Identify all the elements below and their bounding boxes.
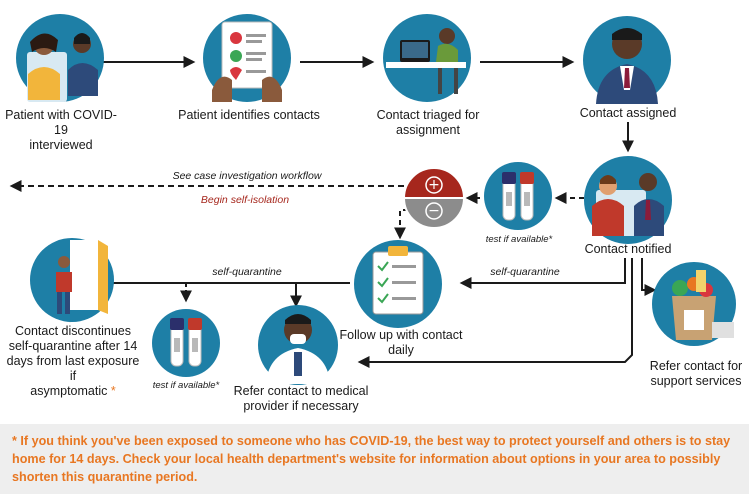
- refer-support-label-line2: support services: [650, 374, 742, 388]
- refer-medical-label-line1: Refer contact to medical: [233, 384, 369, 398]
- contact-triaged-label: Contact triaged for assignment: [372, 108, 484, 138]
- self-quarantine-right-label: self-quarantine: [490, 266, 560, 278]
- discontinues-label-line4: asymptomatic *: [4, 384, 142, 399]
- footer-note-panel: * If you think you've been exposed to so…: [0, 424, 749, 494]
- arrow-notified-to-medical: [357, 258, 633, 368]
- test-result-icon: [403, 167, 465, 229]
- discontinues-label: Contact discontinues self-quarantine aft…: [4, 324, 142, 399]
- begin-isolation-label: Begin self-isolation: [200, 194, 290, 206]
- identifies-contacts-label-line1: Patient identifies contacts: [178, 108, 320, 122]
- follow-up-label-line1: Follow up with contact daily: [339, 328, 463, 357]
- contact-notified-icon: [584, 156, 672, 244]
- follow-up-clipboard-icon: [354, 240, 442, 328]
- contact-assigned-icon: [583, 16, 671, 104]
- see-workflow-label: See case investigation workflow: [172, 170, 322, 182]
- discontinue-door-icon: [30, 238, 114, 322]
- discontinues-label-line4-text: asymptomatic: [30, 384, 108, 398]
- contact-triaged-label-line2: assignment: [396, 123, 460, 137]
- arrow-result-to-followup: [394, 209, 408, 240]
- identifies-contacts-icon: [203, 14, 291, 102]
- asterisk-marker: *: [110, 384, 116, 398]
- contact-notified-label-line1: Contact notified: [584, 242, 672, 256]
- medical-provider-icon: [258, 305, 338, 385]
- refer-medical-label-line2: provider if necessary: [243, 399, 359, 413]
- discontinues-label-line1: Contact discontinues: [14, 324, 132, 338]
- contact-triaged-label-line1: Contact triaged for: [376, 108, 480, 122]
- patient-interviewed-label-line2: interviewed: [29, 138, 93, 152]
- contact-triaged-icon: [383, 14, 471, 102]
- connectors: [9, 56, 657, 368]
- patient-interviewed-label: Patient with COVID-19 interviewed: [0, 108, 122, 153]
- refer-medical-label: Refer contact to medical provider if nec…: [230, 384, 372, 414]
- contact-assigned-label-line1: Contact assigned: [579, 106, 677, 120]
- refer-support-label-line1: Refer contact for: [649, 359, 743, 373]
- refer-support-label: Refer contact for support services: [646, 359, 746, 389]
- test-if-available-upper: test if available*: [485, 234, 553, 245]
- discontinues-label-line2: self-quarantine after 14: [8, 339, 138, 353]
- patient-interviewed-icon: [16, 14, 104, 102]
- contact-notified-label: Contact notified: [576, 242, 680, 257]
- negative-sign: −: [428, 203, 440, 219]
- patient-interviewed-label-line1: Patient with COVID-19: [5, 108, 117, 137]
- discontinues-label-line3: days from last exposure if: [6, 354, 140, 383]
- arrow-notified-to-followup: [459, 258, 626, 289]
- self-quarantine-left-label: self-quarantine: [212, 266, 282, 278]
- diagram-canvas: [9, 14, 736, 385]
- positive-icon: [425, 176, 443, 194]
- support-services-icon: [652, 262, 736, 346]
- positive-sign: +: [428, 177, 440, 193]
- test-tubes-lower-icon: [152, 309, 220, 377]
- negative-icon: [425, 202, 443, 220]
- follow-up-label: Follow up with contact daily: [328, 328, 474, 358]
- identifies-contacts-label: Patient identifies contacts: [172, 108, 326, 123]
- test-if-available-lower: test if available*: [152, 380, 220, 391]
- footer-note: * If you think you've been exposed to so…: [12, 434, 731, 484]
- arrow-notified-to-support: [641, 258, 657, 296]
- test-tubes-upper-icon: [484, 162, 552, 230]
- contact-assigned-label: Contact assigned: [576, 106, 680, 121]
